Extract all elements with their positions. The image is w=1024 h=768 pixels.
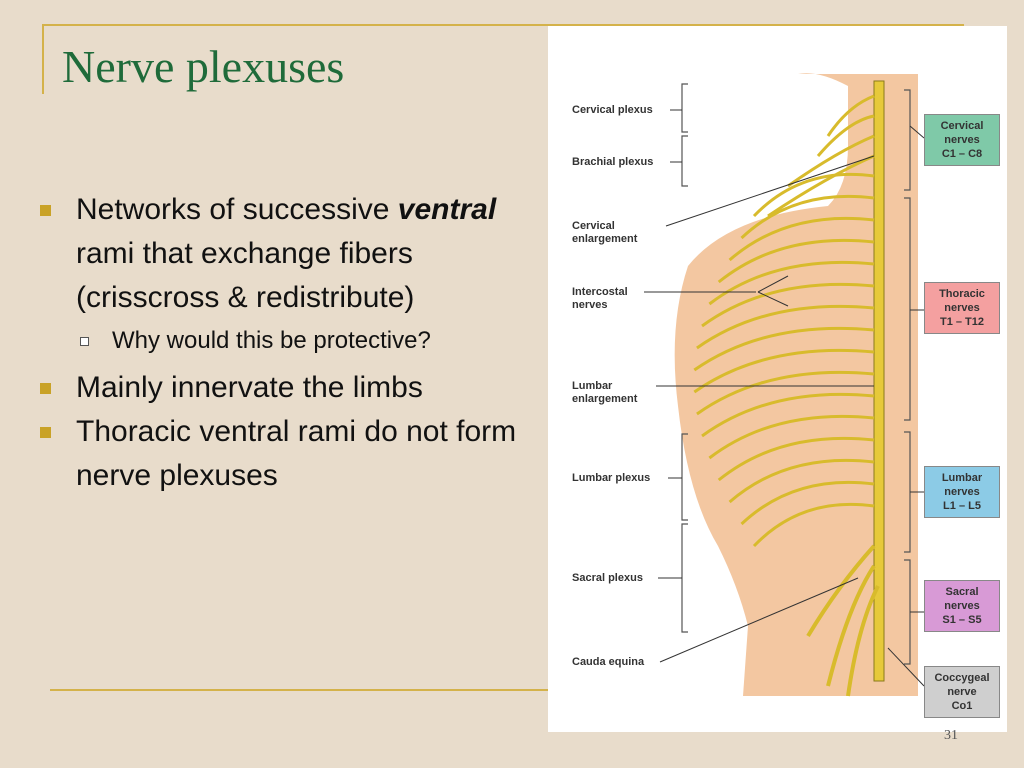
bullet-text-emphasis: ventral [397, 193, 497, 226]
torso-silhouette [674, 73, 918, 696]
box-title: Coccygeal nerve [934, 672, 990, 698]
sub-bullet-square-icon [80, 337, 89, 346]
box-title: Cervical nerves [940, 120, 984, 146]
leader-lines [644, 109, 925, 687]
bullet-text: Thoracic ventral rami do not form nerve … [76, 415, 517, 492]
slide-title: Nerve plexuses [62, 41, 345, 92]
bullet-item: Networks of successive ventral rami that… [36, 188, 536, 320]
frame-left-line [42, 24, 44, 94]
frame-top-line [44, 24, 964, 26]
bullet-list: Networks of successive ventral rami that… [36, 188, 536, 498]
box-range: C1 – C8 [941, 148, 983, 160]
box-lumbar-nerves: Lumbar nerves L1 – L5 [924, 466, 1000, 518]
label-cauda-equina: Cauda equina [572, 656, 645, 668]
bullet-square-icon [40, 383, 51, 394]
bullet-item: Mainly innervate the limbs [36, 366, 536, 410]
box-title: Thoracic nerves [939, 288, 985, 314]
bullet-text-post: rami that exchange fibers (crisscross & … [76, 237, 415, 314]
intercostal-nerves-group [693, 172, 875, 548]
intercostal-nerve [696, 370, 875, 416]
box-sacral-nerves: Sacral nerves S1 – S5 [924, 580, 1000, 632]
intercostal-nerve [728, 458, 875, 504]
label-intercostal-nerves: Intercostal nerves [572, 286, 628, 311]
intercostal-nerve [708, 260, 875, 306]
spinal-cord-illustration [644, 73, 925, 697]
lumbosacral-plexus-branches [806, 544, 880, 697]
label-brachial-plexus: Brachial plexus [572, 156, 654, 168]
cervical-plexus-branches [767, 94, 875, 218]
intercostal-nerve [752, 502, 875, 548]
bullet-text: Mainly innervate the limbs [76, 371, 423, 404]
intercostal-nerve [740, 480, 875, 526]
box-range: T1 – T12 [939, 316, 985, 328]
box-range: S1 – S5 [942, 614, 982, 626]
intercostal-nerve [693, 326, 875, 372]
box-cervical-nerves: Cervical nerves C1 – C8 [924, 114, 1000, 166]
sub-bullet-text: Why would this be protective? [112, 327, 431, 354]
intercostal-nerve [701, 282, 875, 328]
intercostal-nerve [708, 414, 875, 460]
spinal-cord [873, 80, 885, 682]
sub-bullet-item: Why would this be protective? [36, 324, 536, 358]
intercostal-nerve [701, 392, 875, 438]
label-sacral-plexus: Sacral plexus [572, 572, 643, 584]
box-range: L1 – L5 [943, 500, 981, 512]
intercostal-nerve [693, 348, 875, 394]
intercostal-nerve [717, 436, 875, 482]
label-lumbar-plexus: Lumbar plexus [572, 472, 651, 484]
page-number: 31 [944, 728, 958, 743]
intercostal-nerve [696, 304, 875, 350]
label-lumbar-enlargement: Lumbar enlargement [572, 380, 638, 405]
intercostal-nerve [740, 194, 875, 240]
intercostal-nerve [717, 238, 875, 284]
spinal-nerves-figure: Cervical plexus Brachial plexus Cervical… [548, 26, 1007, 732]
box-coccygeal-nerve: Coccygeal nerve Co1 [924, 666, 1000, 718]
label-cervical-enlargement: Cervical enlargement [572, 220, 638, 245]
bullet-square-icon [40, 427, 51, 438]
box-title: Sacral nerves [944, 586, 980, 612]
intercostal-nerve [728, 216, 875, 262]
bullet-item: Thoracic ventral rami do not form nerve … [36, 410, 536, 498]
frame-bottom-line [50, 689, 550, 691]
box-range: Co1 [951, 700, 973, 712]
bullet-text-pre: Networks of successive [76, 193, 398, 226]
intercostal-nerve [752, 172, 875, 218]
box-thoracic-nerves: Thoracic nerves T1 – T12 [924, 282, 1000, 334]
label-cervical-plexus: Cervical plexus [572, 104, 653, 116]
box-title: Lumbar nerves [941, 472, 983, 498]
bullet-square-icon [40, 205, 51, 216]
